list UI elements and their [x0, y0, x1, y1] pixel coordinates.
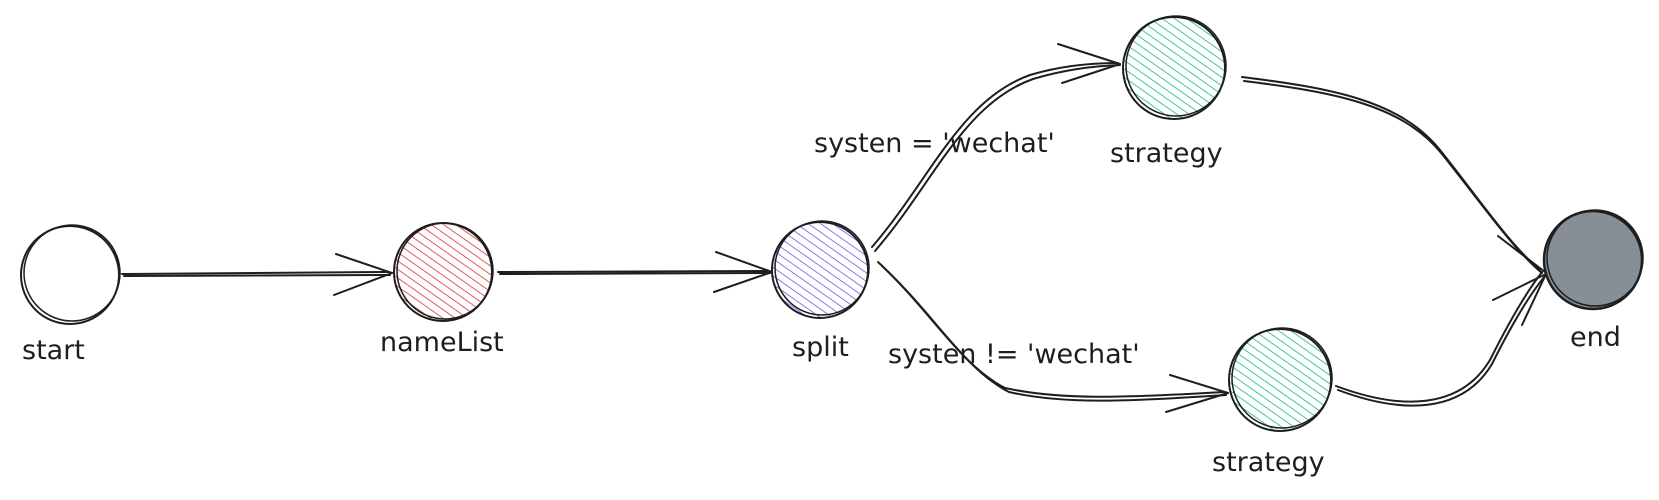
arrowhead — [335, 253, 393, 274]
arrowhead — [715, 251, 773, 273]
arrowhead — [1492, 273, 1547, 301]
arrowhead — [333, 272, 393, 296]
node-start — [20, 224, 121, 325]
edge-namelist-split — [497, 251, 773, 293]
arrowhead — [1165, 392, 1229, 413]
edge-label-wechat: systen = 'wechat' — [814, 128, 1055, 159]
node-label-namelist: nameList — [380, 327, 504, 358]
edge-split-strategy-top — [871, 43, 1121, 252]
arrowhead — [1061, 63, 1121, 84]
arrowhead — [1057, 43, 1121, 65]
node-label-end: end — [1570, 322, 1621, 353]
edge-strategy-top-end — [1241, 76, 1546, 274]
edge-label-not-wechat: systen != 'wechat' — [888, 339, 1140, 370]
node-label-start: start — [22, 335, 85, 366]
arrowhead — [1521, 273, 1547, 326]
edge-split-strategy-bottom — [877, 261, 1229, 413]
node-split — [771, 220, 870, 319]
node-label-split: split — [792, 332, 849, 363]
node-label-strategy-top: strategy — [1110, 138, 1223, 169]
node-label-strategy-bottom: strategy — [1212, 447, 1325, 478]
edge-start-namelist — [121, 253, 393, 296]
arrowhead — [1169, 374, 1229, 394]
node-namelist — [393, 222, 494, 322]
arrowhead — [1497, 235, 1546, 273]
arrowhead — [713, 271, 773, 293]
edge-strategy-bottom-end — [1335, 271, 1547, 407]
node-end — [1542, 209, 1644, 311]
node-strategy-bottom — [1228, 327, 1333, 432]
node-strategy-top — [1122, 15, 1227, 120]
